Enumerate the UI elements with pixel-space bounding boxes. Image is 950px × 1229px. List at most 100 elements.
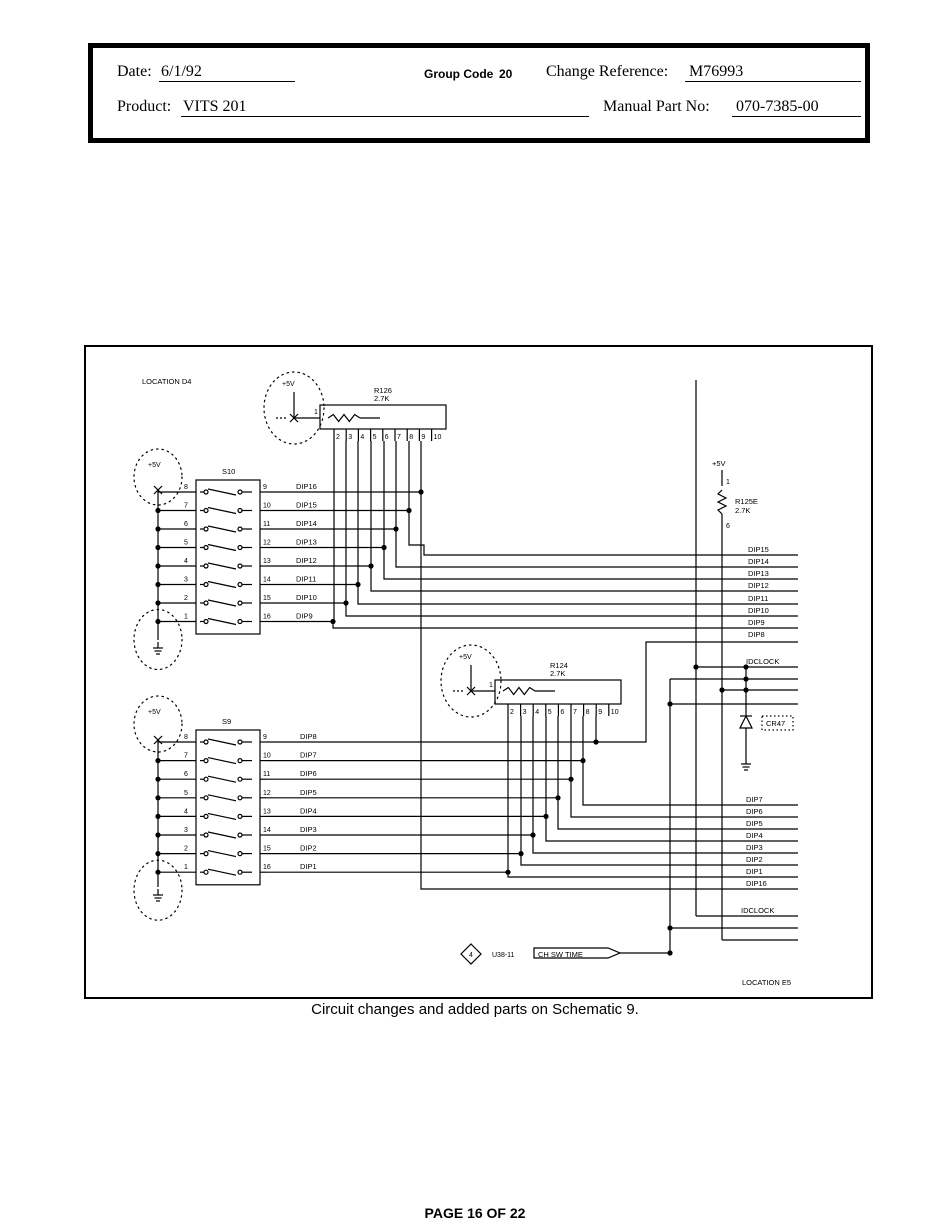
r126-value: 2.7K	[374, 394, 389, 403]
date-underline	[159, 81, 295, 82]
r126-common-pin: 1	[314, 409, 318, 416]
wire	[557, 797, 798, 830]
r126-pin-number: 3	[348, 434, 352, 441]
switch-contact	[237, 563, 243, 569]
manual-part-label: Manual Part No:	[603, 98, 710, 115]
location-bottom-label: LOCATION E5	[742, 978, 791, 987]
switch-contact	[237, 776, 243, 782]
supply-cloud	[133, 448, 183, 506]
wire	[345, 603, 798, 617]
net-label: DIP8	[300, 732, 317, 741]
no-connect-x	[153, 735, 163, 745]
s9-pin-left: 4	[184, 808, 188, 815]
wire	[520, 853, 798, 866]
junction-dot	[693, 664, 699, 670]
r124-common-pin: 1	[489, 682, 493, 689]
s9-pin-left: 8	[184, 734, 188, 741]
junction-dot	[667, 701, 673, 707]
r124-pin-number: 10	[611, 709, 619, 716]
s10-pin-left: 8	[184, 484, 188, 491]
location-top-label: LOCATION D4	[142, 377, 191, 386]
junction-dot	[743, 676, 749, 682]
cr47-change-box	[761, 715, 794, 731]
junction-dot	[593, 739, 599, 745]
no-connect-x	[153, 485, 163, 495]
switch-blade	[207, 812, 237, 820]
s9-pin-left: 6	[184, 771, 188, 778]
net-label: DIP1	[300, 862, 317, 871]
right-net-label: DIP10	[748, 606, 769, 615]
junction-dot	[543, 813, 549, 820]
right-net-label: DIP4	[746, 831, 763, 840]
junction-dot	[368, 563, 374, 569]
product-label: Product:	[117, 98, 172, 115]
wire	[420, 492, 798, 890]
junction-dot	[518, 851, 524, 857]
s9-pin-left: 5	[184, 790, 188, 797]
switch-contact	[237, 489, 243, 495]
s9-pin-left: 1	[184, 864, 188, 871]
switch-blade	[207, 580, 237, 589]
switch-contact	[203, 563, 209, 569]
junction-dot	[580, 758, 586, 764]
right-net-label: DIP5	[746, 819, 763, 828]
r126-pin-number: 4	[360, 434, 364, 441]
switch-contact	[237, 813, 243, 820]
junction-dot	[568, 776, 574, 782]
junction-dot	[406, 507, 412, 514]
r124-pin-number: 9	[598, 709, 602, 716]
r126-body	[319, 404, 447, 430]
switch-blade	[207, 775, 237, 783]
group-code-value: 20	[499, 67, 513, 81]
junction-dot	[667, 925, 673, 931]
junction-dot	[555, 795, 561, 801]
switch-contact	[237, 600, 243, 606]
switch-contact	[203, 832, 209, 838]
idclock-label: IDCLOCK	[741, 906, 774, 915]
r125e-pin-label: 1	[726, 479, 730, 486]
switch-contact	[237, 526, 243, 532]
change-notice-header: Date: 6/1/92 Group Code 20 Change Refere…	[88, 43, 870, 143]
s10-pin-right: 13	[263, 558, 271, 565]
no-connect-x	[289, 413, 299, 423]
net-label: DIP15	[296, 501, 317, 510]
r124-pin-number: 2	[510, 709, 514, 716]
switch-blade	[207, 794, 237, 802]
switch-blade	[207, 525, 237, 533]
r124-body	[494, 679, 622, 705]
junction-dot	[743, 664, 749, 670]
switch-contact	[237, 850, 243, 857]
switch-contact	[203, 489, 209, 495]
s10-pin-right: 14	[263, 577, 271, 584]
junction-dot	[667, 950, 673, 956]
right-net-label: DIP12	[748, 581, 769, 590]
r126-pin-number: 9	[421, 434, 425, 441]
r126-pin-number: 2	[336, 434, 340, 441]
switch-contact	[203, 776, 209, 782]
switch-blade	[207, 599, 237, 607]
switch-contact	[203, 739, 209, 745]
junction-dot	[343, 600, 349, 606]
junction-dot	[155, 526, 161, 532]
junction-dot	[530, 832, 536, 838]
right-net-label: DIP1	[746, 867, 763, 876]
net-label: DIP16	[296, 482, 317, 491]
figure-caption: Circuit changes and added parts on Schem…	[311, 1001, 639, 1018]
s10-pin-left: 6	[184, 521, 188, 528]
s10-pin-right: 10	[263, 503, 271, 510]
junction-dot	[155, 795, 161, 801]
switch-blade	[207, 543, 237, 552]
connector-ref: U38-11	[492, 952, 515, 959]
net-label: DIP6	[300, 769, 317, 778]
switch-contact	[237, 581, 243, 588]
junction-dot	[381, 544, 387, 551]
right-net-label: DIP2	[746, 855, 763, 864]
r124-ref: R124	[550, 661, 568, 670]
switch-blade	[207, 757, 237, 765]
junction-dot	[155, 758, 161, 764]
supply-cloud	[263, 371, 325, 445]
net-label: DIP5	[300, 788, 317, 797]
s9-pin-right: 12	[263, 790, 271, 797]
date-value: 6/1/92	[161, 63, 202, 80]
